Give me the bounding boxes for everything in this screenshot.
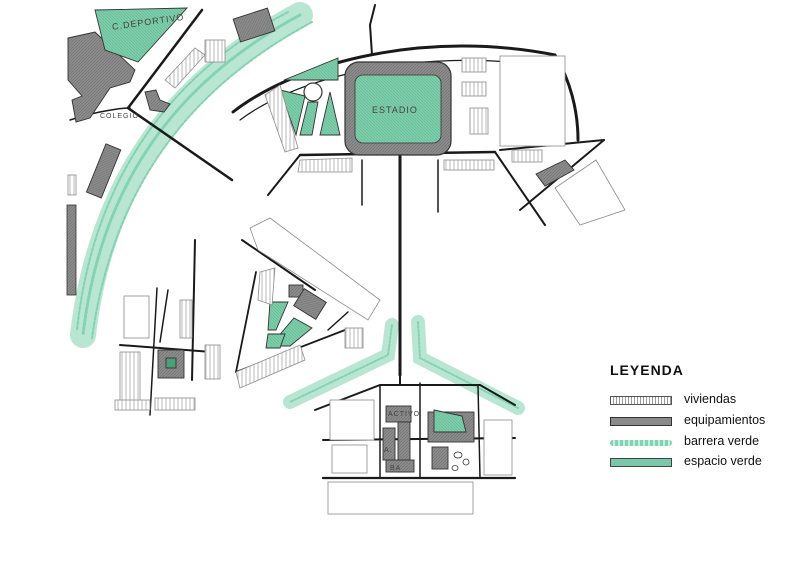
legend-label: espacio verde — [684, 454, 762, 468]
legend-item-equipamientos: equipamientos — [610, 413, 790, 429]
legend-title: LEYENDA — [610, 362, 684, 378]
gray-bar-icon — [610, 417, 672, 426]
stadium — [303, 61, 452, 156]
green-barrier-v — [283, 315, 525, 415]
legend-label: viviendas — [684, 392, 737, 406]
legend-item-espacio-verde: espacio verde — [610, 454, 790, 470]
park-dots — [451, 451, 470, 471]
legend-label: equipamientos — [684, 413, 766, 427]
legend-item-barrera-verde: barrera verde — [610, 434, 790, 450]
legend-item-viviendas: viviendas — [610, 392, 790, 408]
left-equipment-strip — [66, 204, 77, 296]
hatched-bar-icon — [610, 396, 672, 405]
label-municipal: A. — [384, 447, 393, 454]
label-ba: BA — [390, 465, 401, 472]
green-bar-icon — [610, 458, 672, 467]
label-estadio: ESTADIO — [372, 105, 418, 115]
green-barrier-arc — [70, 2, 313, 348]
housing-blocks — [67, 39, 626, 515]
label-cultura: ACTIVO — [388, 411, 420, 418]
equipment-buildings — [67, 7, 575, 473]
legend-label: barrera verde — [684, 434, 760, 448]
label-colegio: COLEGIO — [100, 113, 139, 120]
green-dotted-band-icon — [610, 440, 672, 446]
